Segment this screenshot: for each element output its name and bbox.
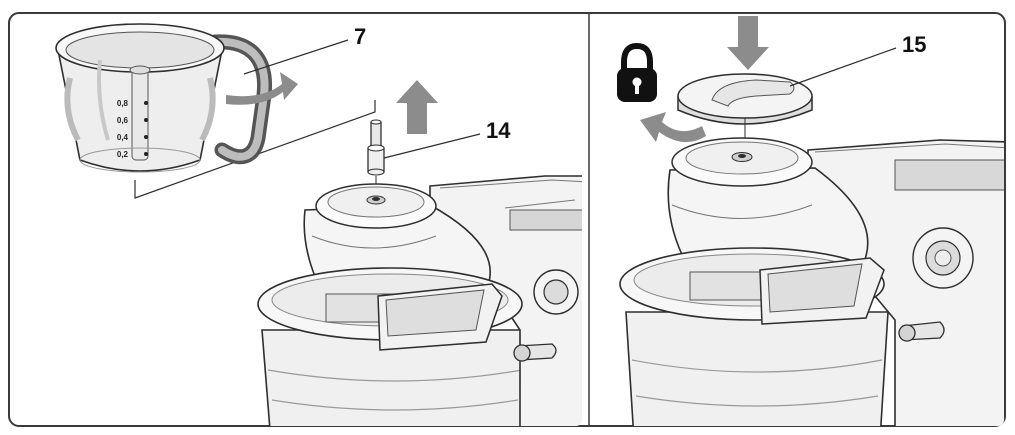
lock-icon [617, 42, 657, 102]
callout-label-14: 14 [486, 118, 511, 143]
panel-1: 0,8 0,6 0,4 0,2 7 14 [55, 23, 582, 426]
stand-mixer [619, 137, 1004, 426]
callout-line-15 [789, 47, 897, 87]
callout-line-7 [243, 39, 349, 75]
down-arrow-icon [727, 16, 769, 70]
rotate-arrow-icon [640, 112, 706, 143]
up-arrow-icon [396, 80, 438, 134]
callout-label-7: 7 [354, 24, 366, 49]
jug-scale-label: 0,2 [117, 150, 129, 159]
jug-scale-label: 0,4 [117, 133, 129, 142]
stand-mixer [257, 175, 582, 426]
jug-scale-label: 0,6 [117, 116, 129, 125]
jug-scale-label: 0,8 [117, 99, 129, 108]
rotate-arrow-icon [226, 72, 298, 105]
callout-line-14 [383, 133, 481, 159]
panel-2: 15 [617, 16, 1004, 426]
callout-label-15: 15 [902, 32, 926, 57]
lid-cover [677, 73, 813, 154]
chopper-jug: 0,8 0,6 0,4 0,2 [55, 23, 273, 173]
